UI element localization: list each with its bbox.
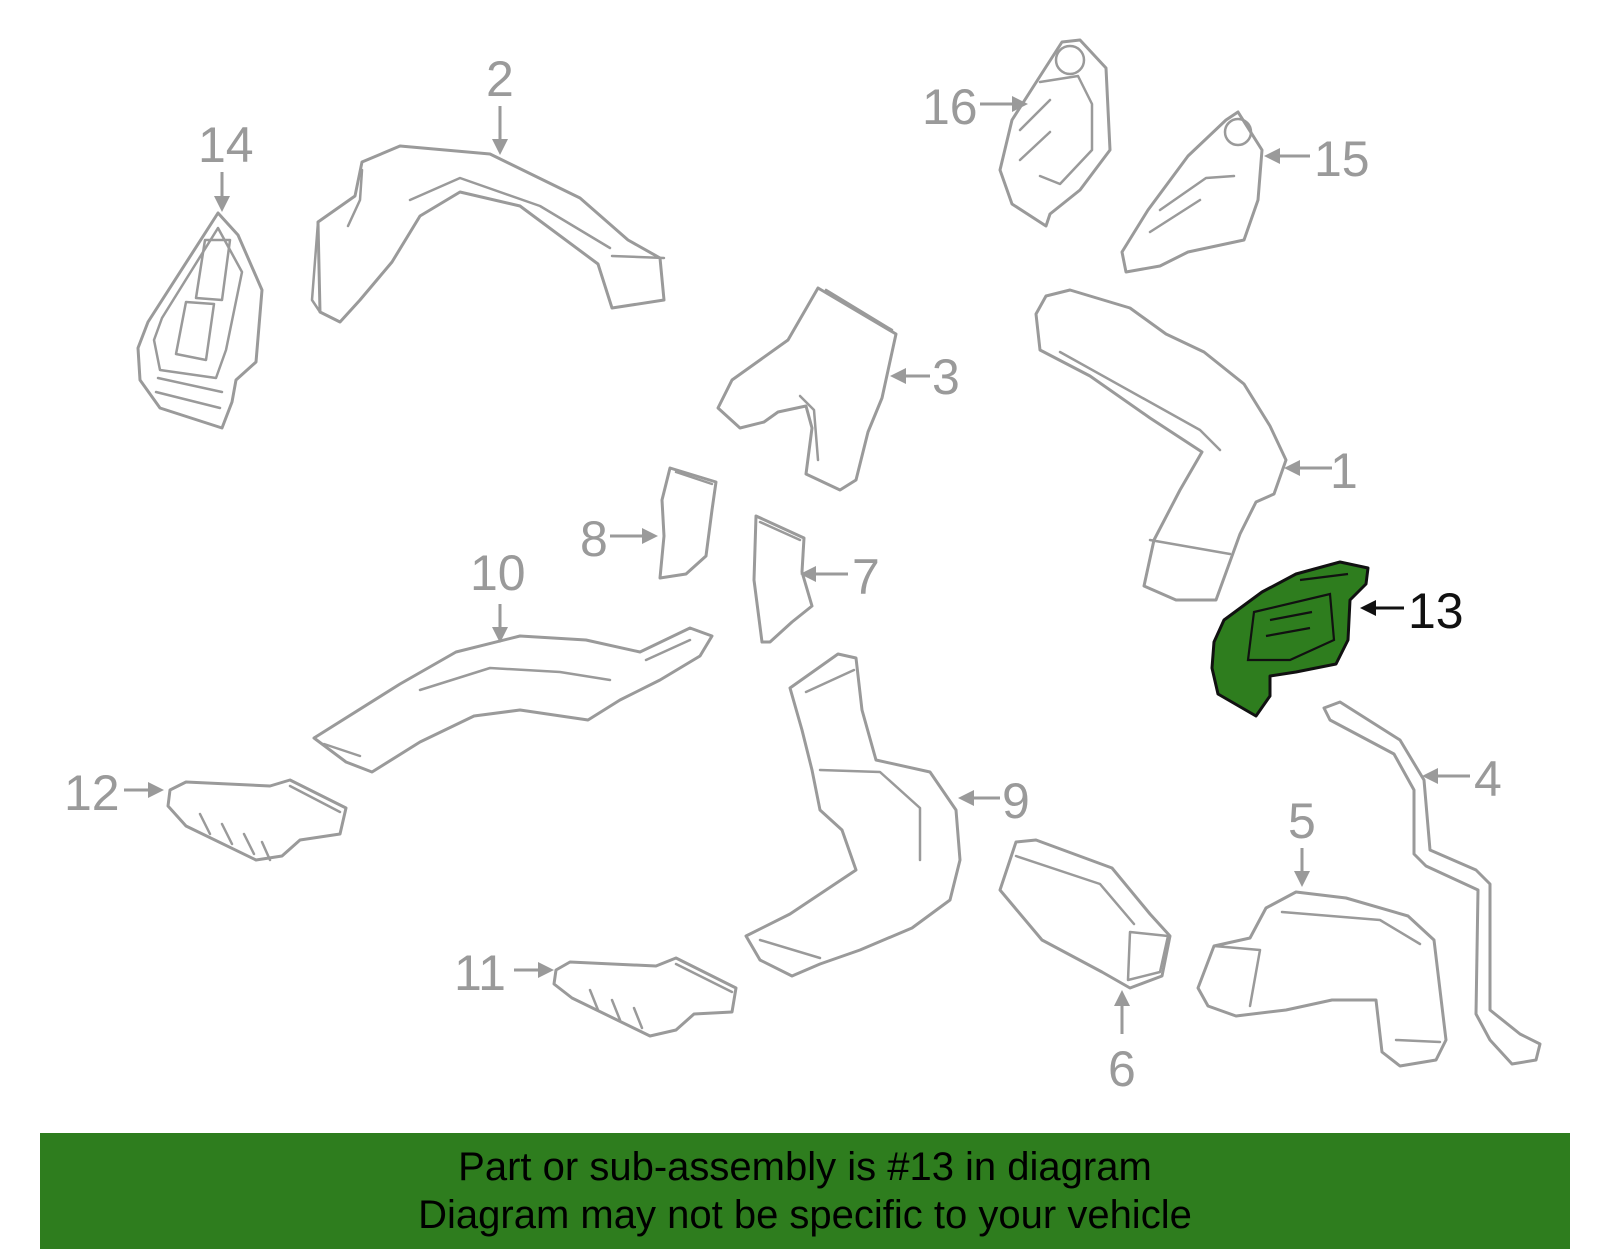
leader-3 <box>890 368 930 384</box>
part-5-rear-duct <box>1196 890 1448 1068</box>
leader-9 <box>958 790 1000 806</box>
part-14-side-vent <box>136 211 264 430</box>
callout-1: 1 <box>1330 443 1358 499</box>
part-7-duct <box>752 514 814 644</box>
leader-16 <box>980 96 1028 112</box>
part-8-duct <box>658 466 718 580</box>
callout-15: 15 <box>1314 131 1370 187</box>
leader-12 <box>124 782 164 798</box>
part-10-floor-duct <box>312 626 714 774</box>
part-4-tube <box>1322 700 1542 1066</box>
part-12-outlet <box>166 778 348 862</box>
part-11-outlet <box>552 956 738 1038</box>
leader-6 <box>1114 990 1130 1034</box>
callout-9: 9 <box>1002 773 1030 829</box>
leader-7 <box>800 566 848 582</box>
part-15-vent <box>1120 110 1264 274</box>
leader-4 <box>1422 768 1470 784</box>
leader-15 <box>1264 148 1310 164</box>
part-1-duct <box>1034 288 1288 602</box>
leader-14 <box>214 172 230 212</box>
callout-5: 5 <box>1288 793 1316 849</box>
leader-13 <box>1360 600 1404 616</box>
part-6-duct <box>998 838 1172 990</box>
callout-10: 10 <box>470 545 526 601</box>
part-9-duct <box>744 652 962 978</box>
callout-4: 4 <box>1474 751 1502 807</box>
callout-16: 16 <box>922 79 978 135</box>
leader-2 <box>492 106 508 155</box>
leader-5 <box>1294 848 1310 887</box>
leader-8 <box>610 528 658 544</box>
leader-1 <box>1284 460 1332 476</box>
callout-14: 14 <box>198 117 254 173</box>
callout-12: 12 <box>64 765 120 821</box>
part-13-vent-highlighted <box>1210 560 1370 718</box>
leader-11 <box>514 962 554 978</box>
part-16-vent <box>998 38 1112 228</box>
banner-line-1: Part or sub-assembly is #13 in diagram <box>458 1145 1152 1189</box>
banner-line-2: Diagram may not be specific to your vehi… <box>418 1193 1192 1237</box>
callout-2: 2 <box>486 51 514 107</box>
callout-6: 6 <box>1108 1041 1136 1097</box>
part-2-upper-duct <box>310 144 666 324</box>
callout-8: 8 <box>580 511 608 567</box>
leader-10 <box>492 604 508 643</box>
callout-13: 13 <box>1408 583 1464 639</box>
callout-7: 7 <box>852 549 880 605</box>
info-banner: Part or sub-assembly is #13 in diagram D… <box>40 1133 1570 1249</box>
callout-11: 11 <box>454 945 506 1001</box>
part-3-duct <box>716 286 898 492</box>
callout-3: 3 <box>932 349 960 405</box>
